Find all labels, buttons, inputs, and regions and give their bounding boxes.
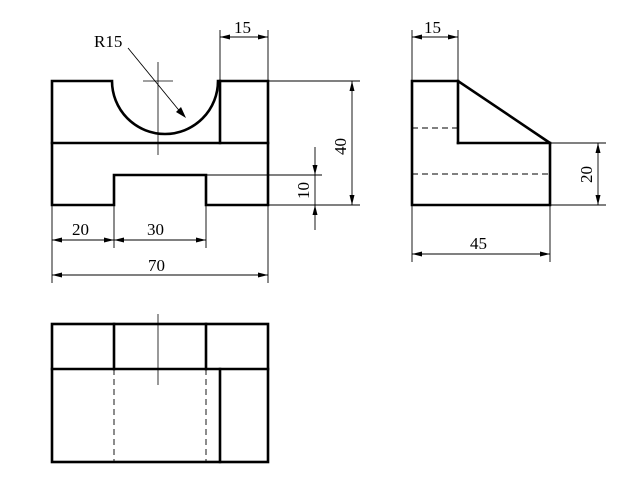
- front-slot-height-dimension: 10: [206, 147, 322, 230]
- arrowhead: [412, 34, 422, 40]
- front-height-label: 40: [331, 138, 350, 155]
- front-view: [50, 62, 270, 207]
- front-slot-height-label: 10: [294, 182, 313, 199]
- front-top-width-label: 15: [234, 18, 251, 37]
- arrowhead: [412, 251, 422, 257]
- arrowhead: [258, 272, 268, 278]
- front-slot-width-label: 30: [147, 220, 164, 239]
- side-total-width-dimension: 45: [411, 205, 551, 262]
- arrowhead: [448, 34, 458, 40]
- radius-dimension: R15: [94, 32, 186, 118]
- arrowhead: [595, 143, 601, 153]
- arrowhead: [196, 237, 206, 243]
- side-view-outline: [410, 79, 552, 207]
- arrowhead: [104, 237, 114, 243]
- arrowhead: [52, 272, 62, 278]
- arrowhead: [52, 237, 62, 243]
- arrowhead: [258, 34, 268, 40]
- front-height-dimension: 40: [268, 80, 360, 206]
- radius-label: R15: [94, 32, 122, 51]
- radius-leader-line: [127, 47, 183, 115]
- arrowhead: [595, 195, 601, 205]
- front-total-width-dimension: 70: [52, 256, 268, 278]
- top-view-outline: [50, 322, 270, 464]
- radius-arrowhead: [176, 107, 186, 118]
- arrowhead: [312, 205, 318, 215]
- front-total-width-label: 70: [148, 256, 165, 275]
- arrowhead: [540, 251, 550, 257]
- side-top-width-dimension: 15: [411, 18, 459, 81]
- side-step-height-label: 20: [577, 166, 596, 183]
- side-total-width-label: 45: [470, 234, 487, 253]
- arrowhead: [312, 165, 318, 175]
- arrowhead: [114, 237, 124, 243]
- top-view: [50, 314, 270, 464]
- front-left-width-label: 20: [72, 220, 89, 239]
- front-bottom-dimensions: 20 30: [51, 205, 269, 283]
- side-view: [410, 79, 552, 207]
- arrowhead: [349, 81, 355, 91]
- arrowhead: [349, 195, 355, 205]
- front-top-width-dimension: 15: [219, 18, 269, 81]
- side-step-height-dimension: 20: [550, 142, 606, 206]
- side-top-width-label: 15: [424, 18, 441, 37]
- arrowhead: [220, 34, 230, 40]
